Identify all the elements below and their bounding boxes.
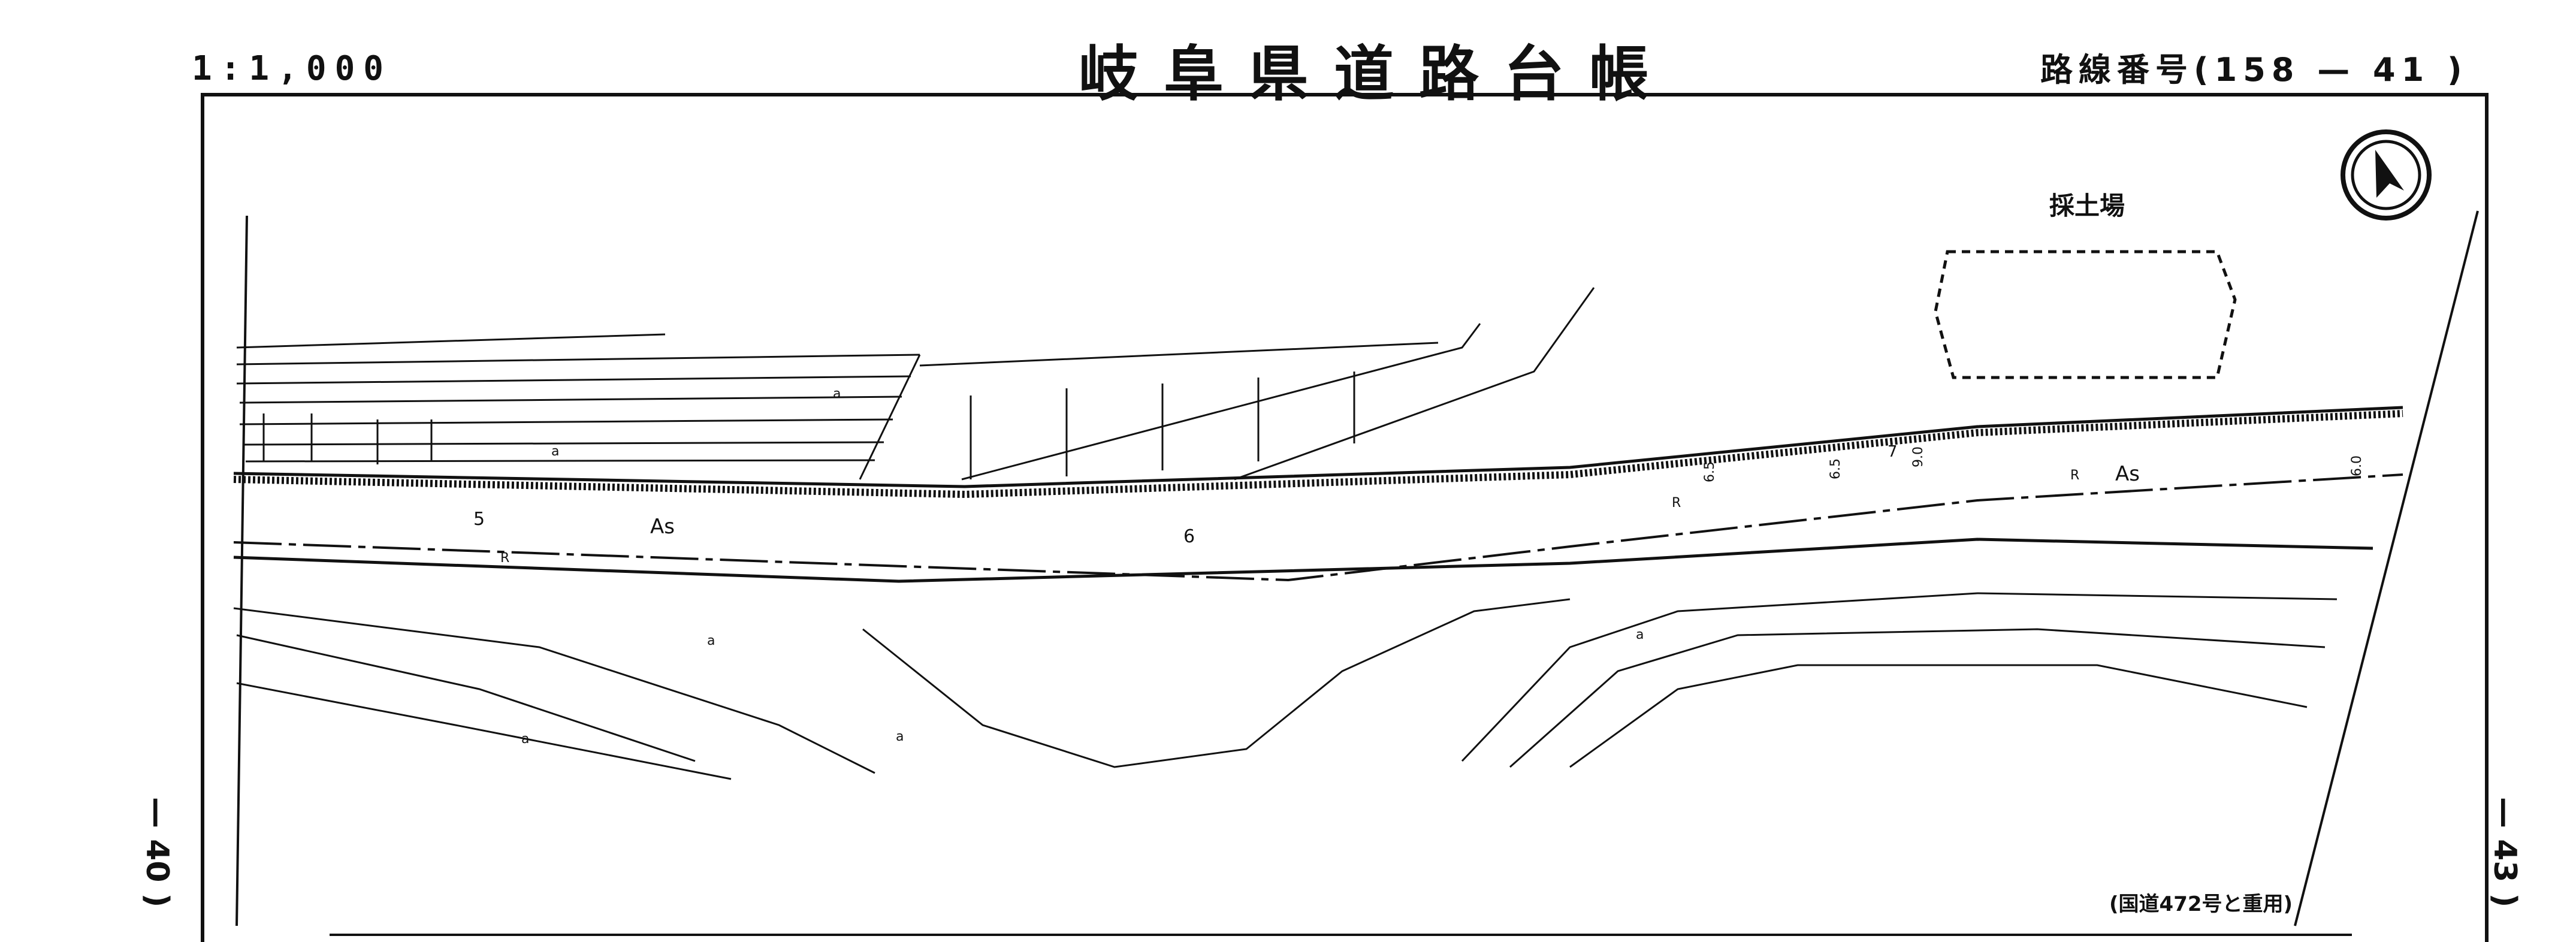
land-label: a <box>833 387 841 401</box>
slope-ticks <box>262 372 1355 479</box>
land-label: a <box>521 732 529 747</box>
station-label: 7 <box>1888 443 1898 461</box>
upper-terrace-lines <box>236 287 1595 481</box>
map-scale: 1:1,000 <box>192 49 392 88</box>
marker-label: R <box>1672 496 1681 511</box>
marker-label: R <box>500 551 509 566</box>
land-label: a <box>551 444 559 459</box>
land-label: a <box>707 633 715 648</box>
left-boundary <box>235 215 248 926</box>
land-label: a <box>1636 627 1644 642</box>
station-label: 6.5 <box>1828 458 1843 479</box>
map-frame <box>201 93 2489 942</box>
land-label: a <box>896 729 904 744</box>
borrow-pit-label: 採土場 <box>2049 191 2125 221</box>
surface-label: As <box>2115 462 2140 486</box>
station-label: 5 <box>473 509 485 530</box>
route-number: 路線番号(158 — 41 ) <box>2040 51 2468 89</box>
right-sheet-ref: — 43 ) <box>2487 797 2523 908</box>
marker-label: R <box>2070 468 2079 483</box>
surface-label: As <box>650 515 675 539</box>
left-sheet-ref: — 40 ) <box>139 797 175 908</box>
right-boundary <box>2294 210 2479 926</box>
station-label: 9.0 <box>1911 446 1926 467</box>
station-label: 6.0 <box>2349 455 2364 476</box>
station-label: 6.5 <box>1702 461 1717 482</box>
station-label: 6 <box>1183 526 1195 547</box>
route-note: (国道472号と重用) <box>2109 892 2293 916</box>
lower-terrace-lines <box>233 592 2338 780</box>
borrow-pit-outline <box>1934 250 2237 379</box>
page-title: 岐阜県道路台帳 <box>1079 39 1674 109</box>
north-arrow-icon <box>2341 129 2432 221</box>
road-edges <box>233 406 2403 583</box>
